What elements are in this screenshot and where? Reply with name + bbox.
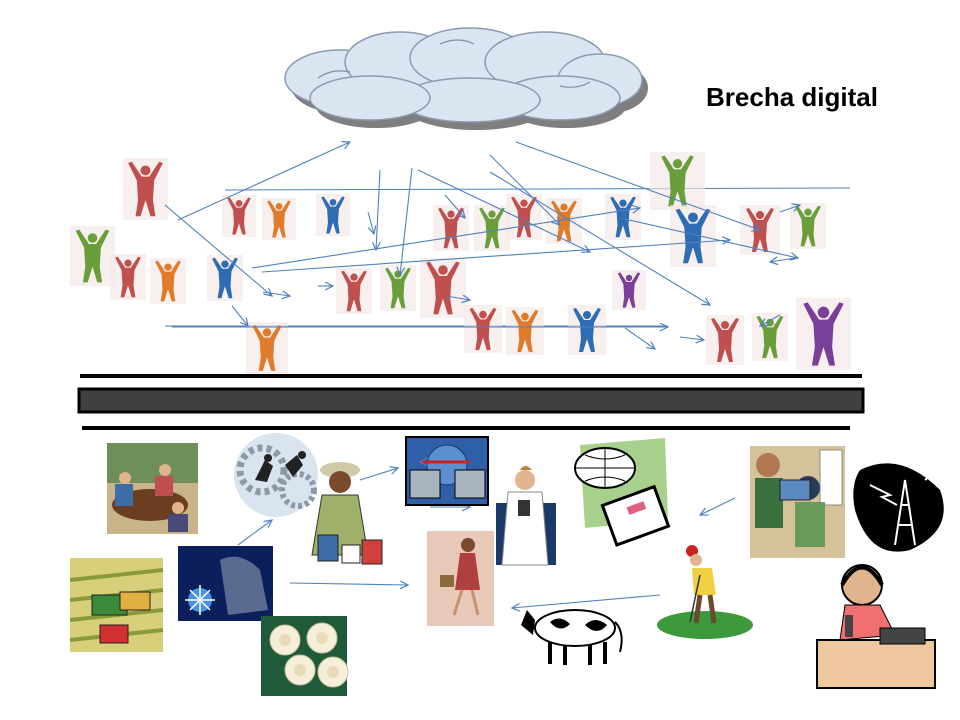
welder-icon — [178, 546, 273, 621]
connection-arrow — [164, 204, 272, 296]
cloud — [284, 27, 643, 123]
person-orange-icon — [262, 198, 296, 240]
person-red-icon — [123, 158, 168, 220]
person-green-icon — [650, 152, 705, 210]
connection-arrow — [367, 211, 374, 234]
person-green-icon — [70, 226, 115, 286]
connection-arrow — [679, 337, 704, 340]
slide-title: Brecha digital — [706, 82, 878, 112]
person-purple-icon — [796, 298, 851, 370]
roses-icon — [261, 616, 349, 696]
person-red-icon — [420, 258, 466, 318]
person-green-icon — [380, 265, 416, 311]
person-blue-icon — [568, 305, 606, 355]
connection-arrow — [376, 169, 381, 250]
connection-arrow — [417, 169, 590, 252]
connection-arrow — [489, 171, 710, 305]
gears-workers-icon — [234, 433, 318, 517]
cow-icon — [521, 609, 623, 665]
farm-harvest-icon — [69, 558, 164, 652]
person-red-icon — [464, 305, 502, 353]
office-meeting-icon — [107, 443, 198, 534]
person-orange-icon — [546, 198, 582, 244]
woman-walking-icon — [427, 531, 494, 626]
connection-arrow — [231, 305, 248, 326]
connection-arrow — [400, 167, 413, 275]
connection-arrow — [262, 292, 290, 296]
person-red-icon — [706, 315, 744, 365]
golfer-icon — [657, 545, 753, 639]
connection-arrow — [444, 194, 465, 218]
person-red-icon — [506, 194, 542, 240]
person-blue-icon — [605, 194, 641, 240]
person-red-icon — [110, 254, 146, 300]
connection-arrow — [251, 208, 640, 269]
connection-arrow — [261, 240, 730, 273]
globe-briefcase-icon — [574, 438, 671, 547]
person-orange-icon — [246, 322, 288, 374]
connection-arrow — [359, 468, 398, 481]
person-green-icon — [790, 203, 826, 249]
person-orange-icon — [506, 307, 544, 355]
person-red-icon — [336, 268, 372, 314]
cloud-inner-lines — [317, 39, 591, 88]
person-blue-icon — [670, 205, 716, 267]
connection-arrow — [177, 142, 350, 221]
person-green-icon — [474, 205, 510, 251]
person-blue-icon — [316, 194, 350, 236]
connection-arrow — [237, 520, 272, 546]
traveler-with-bags-icon — [311, 462, 383, 565]
connection-arrow — [512, 594, 661, 608]
network-computers-icon — [405, 436, 489, 506]
radio-tower-icon — [853, 463, 951, 552]
person-red-icon — [222, 195, 256, 237]
connection-arrow — [619, 217, 798, 258]
person-orange-icon — [150, 258, 186, 304]
person-blue-icon — [207, 255, 243, 301]
connection-arrow — [289, 583, 408, 585]
connection-arrow — [515, 141, 760, 230]
connection-arrow — [445, 296, 470, 300]
doctor-icon — [496, 466, 556, 566]
connection-arrow — [700, 497, 736, 515]
person-red-icon — [433, 205, 469, 251]
eye-exam-icon — [750, 446, 845, 558]
connection-arrow — [770, 258, 796, 262]
connection-arrow — [624, 327, 655, 349]
connection-arrow — [489, 154, 560, 225]
divide-barrier — [77, 374, 865, 430]
connection-arrow — [760, 314, 781, 326]
person-purple-icon — [612, 270, 646, 310]
radio-operator-icon — [816, 564, 936, 689]
connection-arrow — [779, 205, 800, 213]
